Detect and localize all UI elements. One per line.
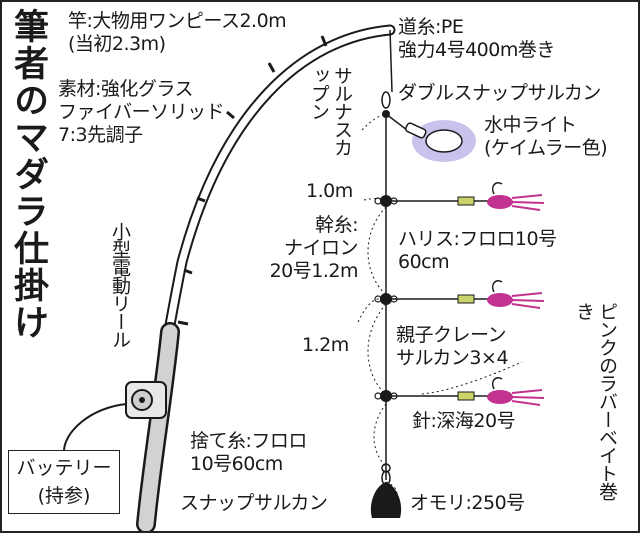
rod-label: 竿:大物用ワンピース2.0m (当初2.3m) [68,10,287,55]
rubber-bait-label: ピンクのラバーベイト巻き [573,302,618,500]
electric-reel [125,381,167,419]
light-label: 水中ライト (ケイムラー色) [484,114,608,159]
underwater-light [385,113,476,162]
fishing-rod [136,24,396,531]
snap-swivel-label: サルナスカップン [308,66,353,156]
hook-label: 針:深海20号 [412,410,516,432]
gap-1-label: 1.0m [306,180,353,202]
diagram-title: 筆者のマダラ仕掛け [8,8,48,341]
main-line [389,29,393,93]
sute-ito-label: 捨て糸:フロロ 10号60cm [190,430,307,475]
battery-box: バッテリー (持参) [8,450,120,514]
snap-swivel-bottom-label: スナップサルカン [180,492,328,514]
branch-1 [374,182,545,211]
sinker-rig [370,463,402,518]
rod-material-label: 素材:強化グラス ファイバーソリッド 7:3先調子 [58,78,225,146]
crane-swivel-label: 親子クレーン サルカン3×4 [396,324,509,369]
battery-cable [62,403,128,455]
branch-2 [374,280,545,309]
reel-label: 小型電動リール [109,222,131,348]
trunk-label: 幹糸: ナイロン 20号1.2m [269,214,359,282]
double-snap-label: ダブルスナップサルカン [398,82,601,104]
gap-2-label: 1.2m [302,334,349,356]
main-line-label: 道糸:PE 強力4号400m巻き [398,16,555,61]
sinker-label: オモリ:250号 [410,492,525,514]
harisu-label: ハリス:フロロ10号 60cm [398,228,557,273]
branch-3 [374,377,545,406]
